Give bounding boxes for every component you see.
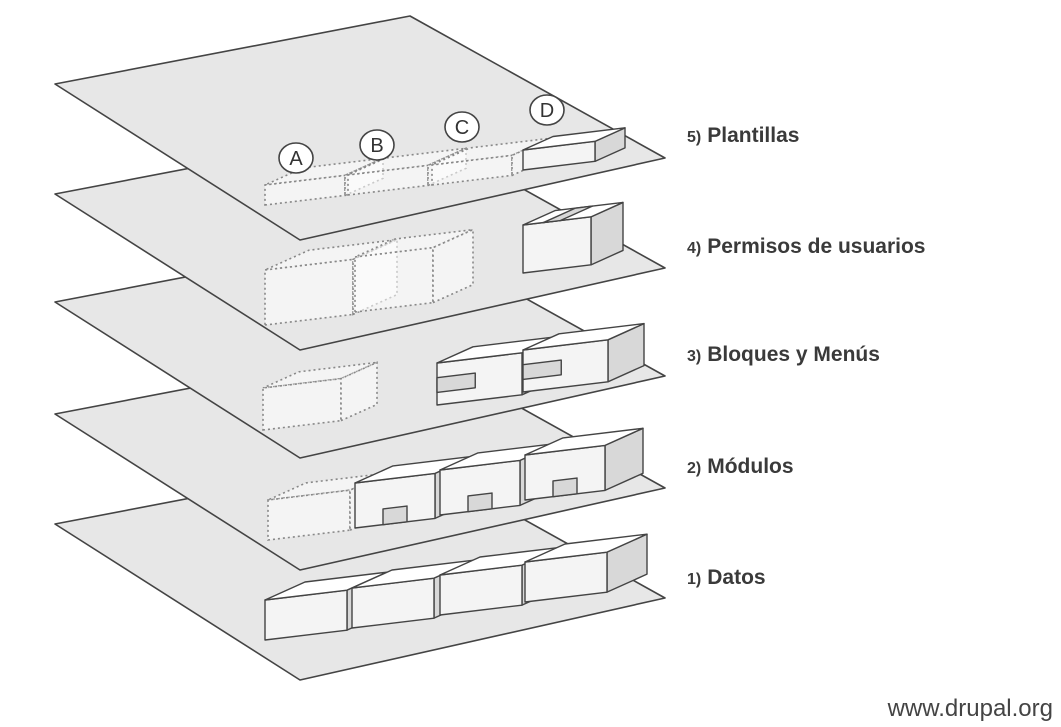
module-cube-ghost-front <box>267 489 351 541</box>
permisos-objects <box>264 201 624 326</box>
permission-ghost-2-top <box>354 228 474 258</box>
block-ghost-top <box>262 361 378 389</box>
marker-c-label: C <box>455 117 469 139</box>
permission-ghost-1-front <box>264 258 354 326</box>
block-2-notch <box>522 359 562 381</box>
block-ghost <box>262 361 378 431</box>
layer-label-datos: 1)Datos <box>687 566 766 589</box>
module-cube-1-notch <box>382 505 408 526</box>
permission-cube-slot <box>542 205 594 224</box>
marker-a-circle <box>278 142 314 174</box>
block-ghost-side <box>340 361 378 422</box>
data-cube-4 <box>524 533 648 603</box>
block-1-notch <box>436 372 476 394</box>
bloques-objects <box>262 322 645 431</box>
template-slab-ghost-1-top <box>264 157 384 186</box>
layer-planes <box>54 15 666 681</box>
template-slab-ghost-3-top <box>431 137 551 166</box>
module-cube-2-notch <box>467 492 493 513</box>
block-2 <box>522 322 645 393</box>
template-slab-d <box>522 127 626 171</box>
plantillas-objects: A B C D <box>264 94 626 206</box>
marker-d-circle <box>529 94 565 126</box>
permission-ghost-2 <box>354 228 474 313</box>
permission-cube <box>522 201 624 274</box>
modulos-objects <box>267 427 644 541</box>
module-cube-3-top <box>524 427 644 456</box>
template-slab-ghost-2-top <box>347 147 467 176</box>
plane-plantillas <box>54 15 666 241</box>
permission-ghost-2-front <box>354 246 434 313</box>
marker-b-circle <box>359 129 395 161</box>
marker-a-label: A <box>289 148 303 170</box>
data-cube-4-top <box>524 533 648 563</box>
template-slab-d-top <box>522 127 626 151</box>
marker-d-label: D <box>540 100 554 122</box>
datos-objects <box>264 533 648 641</box>
watermark: www.drupal.org <box>887 695 1053 722</box>
permission-cube-front <box>522 216 592 274</box>
block-2-top <box>522 322 645 351</box>
module-cube-3-notch <box>552 477 578 498</box>
layer-label-bloques: 3)Bloques y Menús <box>687 343 880 366</box>
layer-label-permisos: 4)Permisos de usuarios <box>687 235 926 258</box>
layer-label-modulos: 2)Módulos <box>687 455 794 478</box>
permission-ghost-2-side <box>432 228 474 304</box>
marker-c-circle <box>444 111 480 143</box>
module-cube-3 <box>524 427 644 501</box>
layer-objects: A B C D <box>262 94 648 641</box>
layer-label-plantillas: 5)Plantillas <box>687 124 800 147</box>
marker-b-label: B <box>370 135 383 157</box>
plane-plantillas-group <box>54 15 666 241</box>
